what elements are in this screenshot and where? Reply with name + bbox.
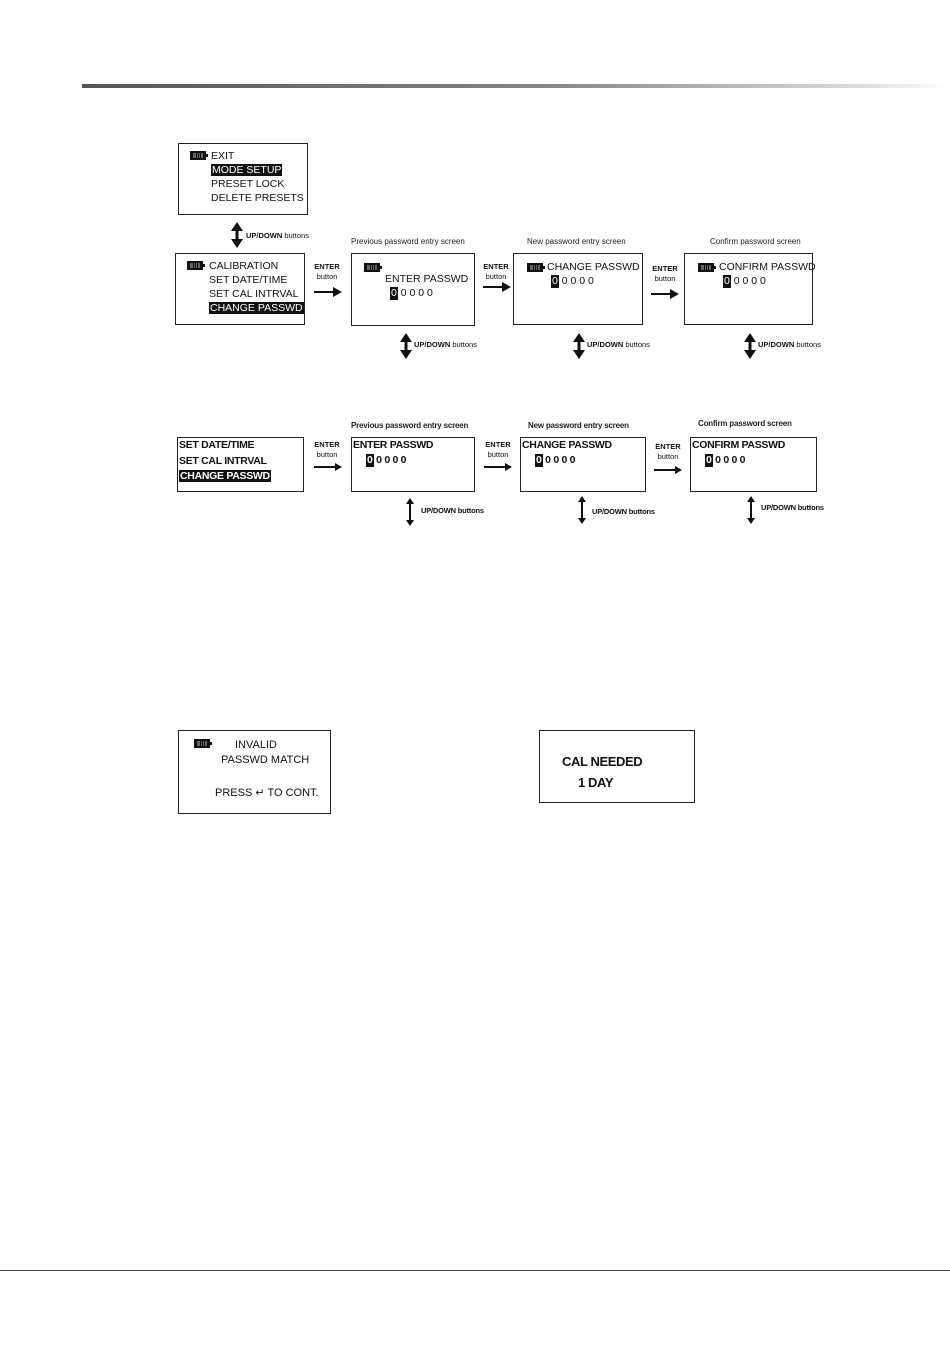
press-to-continue: PRESS ↵ TO CONT. bbox=[215, 787, 319, 799]
updown-arrow-icon bbox=[578, 496, 586, 524]
screen-title: CHANGE PASSWD bbox=[522, 439, 612, 451]
updown-arrow-icon bbox=[406, 498, 414, 526]
updown-label: UP/DOWN buttons bbox=[246, 231, 309, 240]
right-arrow-icon bbox=[314, 463, 342, 471]
battery-icon bbox=[187, 261, 205, 270]
battery-icon bbox=[698, 263, 716, 272]
invalid-passwd-screen: INVALID PASSWD MATCH PRESS ↵ TO CONT. bbox=[178, 730, 331, 814]
caption-confirm-password: Confirm password screen bbox=[698, 419, 792, 428]
screen-title: ENTER PASSWD bbox=[353, 439, 434, 451]
confirm-passwd-screen-row2: CONFIRM PASSWD 0 0 0 0 0 bbox=[690, 437, 817, 492]
mode-item-set-date-time: SET DATE/TIME bbox=[179, 439, 255, 451]
updown-label: UP/DOWN buttons bbox=[421, 506, 484, 515]
mode-screen-row2: SET DATE/TIME SET CAL INTRVAL CHANGE PAS… bbox=[177, 437, 304, 492]
mode-item-set-cal-intrval: SET CAL INTRVAL bbox=[209, 288, 299, 300]
caption-previous-password: Previous password entry screen bbox=[351, 237, 465, 246]
updown-arrow-icon bbox=[400, 333, 412, 359]
caption-previous-password: Previous password entry screen bbox=[351, 421, 469, 430]
updown-arrow-icon bbox=[231, 222, 243, 248]
battery-icon bbox=[527, 263, 545, 272]
menu-item-delete-presets: DELETE PRESETS bbox=[211, 192, 304, 204]
menu-screen: EXIT MODE SETUP PRESET LOCK DELETE PRESE… bbox=[178, 143, 308, 215]
right-arrow-icon bbox=[654, 466, 682, 474]
mode-item-calibration: CALIBRATION bbox=[209, 260, 279, 272]
right-arrow-icon bbox=[314, 287, 342, 297]
caption-confirm-password: Confirm password screen bbox=[710, 237, 801, 246]
updown-arrow-icon bbox=[747, 496, 755, 524]
caption-new-password: New password entry screen bbox=[527, 237, 626, 246]
change-passwd-screen-row1: CHANGE PASSWD 0 0 0 0 0 bbox=[513, 253, 643, 325]
battery-icon bbox=[194, 739, 212, 748]
invalid-label: INVALID bbox=[235, 739, 277, 751]
password-digits: 0 0 0 0 0 bbox=[551, 275, 594, 288]
right-arrow-icon bbox=[651, 289, 679, 299]
confirm-passwd-screen-row1: CONFIRM PASSWD 0 0 0 0 0 bbox=[684, 253, 816, 325]
updown-label: UP/DOWN buttons bbox=[592, 507, 655, 516]
caption-new-password: New password entry screen bbox=[528, 421, 629, 430]
password-digits: 0 0 0 0 0 bbox=[705, 454, 746, 467]
updown-label: UP/DOWN buttons bbox=[761, 503, 824, 512]
updown-label: UP/DOWN buttons bbox=[587, 340, 650, 349]
enter-passwd-screen-row1: ENTER PASSWD 0 0 0 0 0 bbox=[351, 253, 475, 326]
mode-screen-row1: CALIBRATION SET DATE/TIME SET CAL INTRVA… bbox=[175, 253, 305, 325]
password-digits: 0 0 0 0 0 bbox=[390, 287, 433, 300]
mode-item-set-date-time: SET DATE/TIME bbox=[209, 274, 288, 286]
screen-title: CONFIRM PASSWD bbox=[719, 261, 816, 273]
enter-key-icon: ↵ bbox=[255, 787, 265, 799]
password-digits: 0 0 0 0 0 bbox=[535, 454, 576, 467]
updown-arrow-icon bbox=[744, 333, 756, 359]
cal-days-label: 1 DAY bbox=[578, 775, 614, 790]
menu-item-exit: EXIT bbox=[211, 150, 235, 162]
mode-item-set-cal-intrval: SET CAL INTRVAL bbox=[179, 455, 267, 467]
screen-title: ENTER PASSWD bbox=[385, 273, 469, 285]
password-digits: 0 0 0 0 0 bbox=[723, 275, 766, 288]
header-rule bbox=[82, 84, 950, 88]
updown-label: UP/DOWN buttons bbox=[414, 340, 477, 349]
mode-item-change-passwd: CHANGE PASSWD bbox=[209, 302, 304, 314]
menu-item-preset-lock: PRESET LOCK bbox=[211, 178, 285, 190]
cal-needed-screen: CAL NEEDED 1 DAY bbox=[539, 730, 695, 803]
updown-label: UP/DOWN buttons bbox=[758, 340, 821, 349]
password-digits: 0 0 0 0 0 bbox=[366, 454, 407, 467]
screen-title: CHANGE PASSWD bbox=[547, 261, 640, 273]
footer-rule bbox=[0, 1270, 950, 1271]
right-arrow-icon bbox=[484, 463, 512, 471]
screen-title: CONFIRM PASSWD bbox=[692, 439, 786, 451]
change-passwd-screen-row2: CHANGE PASSWD 0 0 0 0 0 bbox=[520, 437, 646, 492]
enter-passwd-screen-row2: ENTER PASSWD 0 0 0 0 0 bbox=[351, 437, 475, 492]
battery-icon bbox=[190, 151, 208, 160]
updown-arrow-icon bbox=[573, 333, 585, 359]
cal-needed-label: CAL NEEDED bbox=[562, 754, 643, 769]
battery-icon bbox=[364, 263, 382, 272]
passwd-match-label: PASSWD MATCH bbox=[221, 754, 310, 766]
mode-item-change-passwd: CHANGE PASSWD bbox=[179, 470, 271, 482]
menu-item-mode-setup: MODE SETUP bbox=[211, 164, 283, 176]
right-arrow-icon bbox=[483, 282, 511, 292]
